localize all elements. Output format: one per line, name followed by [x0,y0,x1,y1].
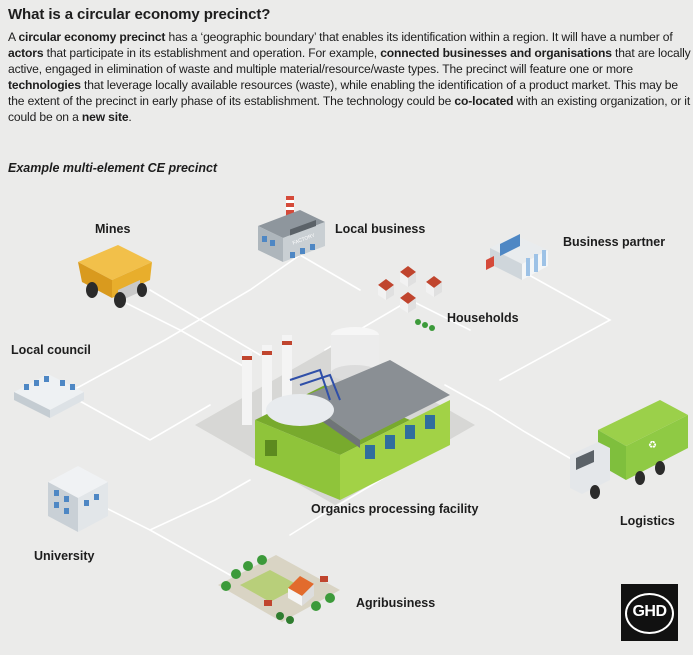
logo-text: GHD [632,603,667,620]
organics-facility-icon [242,327,450,500]
business-partner-office-icon [486,234,548,280]
university-building-icon [48,466,108,532]
diagram-subtitle: Example multi-element CE precinct [8,161,218,175]
connector-lines [54,254,612,576]
label-local-council: Local council [11,343,91,357]
label-local-business: Local business [335,222,426,236]
label-agribusiness: Agribusiness [356,596,436,610]
label-logistics: Logistics [620,514,675,528]
svg-text:♻: ♻ [648,440,657,451]
label-university: University [34,549,95,563]
label-organics-facility: Organics processing facility [311,502,479,516]
agribusiness-farm-icon [218,555,340,624]
label-mines: Mines [95,222,131,236]
logo-ring [625,593,674,634]
local-business-factory-icon: FACTORY [258,196,325,262]
logistics-truck-icon: ♻ [570,400,688,499]
label-households: Households [447,311,519,325]
label-business-partner: Business partner [563,235,666,249]
local-council-building-icon [14,374,84,418]
ghd-logo: GHD [621,584,678,641]
mine-truck-icon [78,245,152,308]
page-title: What is a circular economy precinct? [8,6,271,23]
households-icon [378,266,442,331]
intro-paragraph: A circular economy precinct has a ‘geogr… [8,30,691,124]
